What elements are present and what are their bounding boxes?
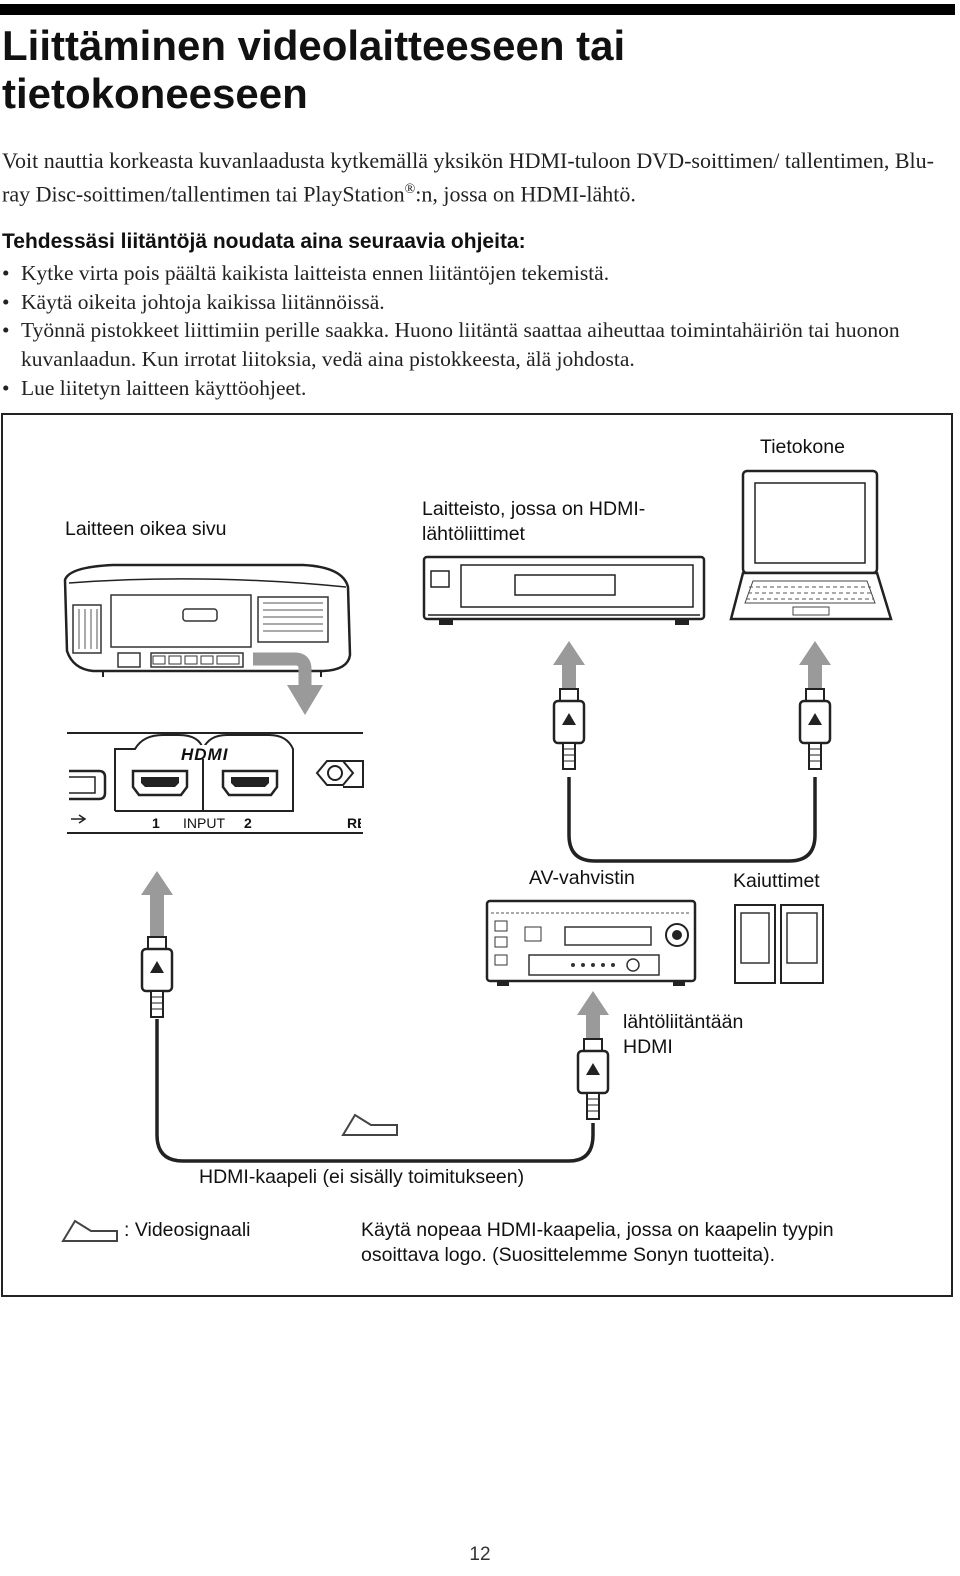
note-line-2: osoittava logo. (Suosittelemme Sonyn tuo… (361, 1244, 776, 1266)
panel-port-2-label: 2 (244, 815, 252, 831)
label-hdmi-cable: HDMI-kaapeli (ei sisälly toimitukseen) (199, 1166, 525, 1188)
intro-paragraph: Voit nauttia korkeasta kuvanlaadusta kyt… (2, 146, 947, 208)
av-amplifier-icon (485, 899, 697, 986)
registered-mark: ® (404, 182, 416, 197)
label-hdmi-equipment-1: Laitteisto, jossa on HDMI- (422, 498, 646, 520)
top-rule (0, 4, 955, 15)
label-computer: Tietokone (760, 436, 845, 458)
laptop-icon (729, 469, 893, 621)
connection-diagram: HDMI 1 INPUT 2 RE Tietokone Laitteen oik… (1, 413, 953, 1297)
intro-text-1: Voit nauttia korkeasta kuvanlaadusta kyt… (2, 148, 934, 207)
panel-input-label: INPUT (183, 815, 225, 831)
hdmi-input-panel (67, 732, 364, 834)
label-av-amplifier: AV-vahvistin (529, 867, 635, 889)
arrow-to-projector (141, 871, 173, 937)
hdmi-plug-icon (798, 687, 832, 771)
projector-icon (63, 563, 352, 677)
instructions-heading: Tehdessäsi liitäntöjä noudata aina seura… (2, 230, 526, 253)
speakers-icon (734, 904, 824, 984)
label-projector-side: Laitteen oikea sivu (65, 518, 227, 540)
label-hdmi-output-1: lähtöliitäntään (623, 1011, 744, 1033)
panel-cut-label: RE (347, 815, 361, 831)
instruction-item: Lue liitetyn laitteen käyttöohjeet. (0, 374, 950, 403)
hdmi-plug-icon (576, 1037, 610, 1121)
page-title: Liittäminen videolaitteeseen tai tietoko… (2, 22, 626, 117)
label-speakers: Kaiuttimet (733, 870, 820, 892)
diagram-illustration (61, 469, 893, 1242)
legend-video-signal-label: : Videosignaali (124, 1219, 251, 1241)
instruction-item: Työnnä pistokkeet liittimiin perille saa… (0, 316, 950, 373)
hdmi-plug-icon (552, 687, 586, 771)
media-device-icon (422, 555, 706, 625)
instruction-item: Kytke virta pois päältä kaikista laittei… (0, 259, 950, 288)
label-hdmi-output-2: HDMI (623, 1036, 673, 1058)
label-hdmi-equipment-2: lähtöliittimet (422, 523, 525, 545)
instructions-list: Kytke virta pois päältä kaikista laittei… (0, 259, 950, 403)
panel-hdmi-logo: HDMI (181, 745, 229, 764)
panel-port-1-label: 1 (152, 815, 160, 831)
page-number: 12 (469, 1544, 491, 1565)
video-signal-icon (341, 1113, 398, 1136)
intro-text-2: :n, jossa on HDMI-lähtö. (415, 181, 636, 207)
hdmi-plug-icon (140, 935, 174, 1019)
hdmi-logo-bg (179, 745, 229, 759)
instruction-item: Käytä oikeita johtoja kaikissa liitännöi… (0, 288, 950, 317)
note-line-1: Käytä nopeaa HDMI-kaapelia, jossa on kaa… (361, 1219, 834, 1241)
legend-video-signal-icon (61, 1219, 118, 1242)
